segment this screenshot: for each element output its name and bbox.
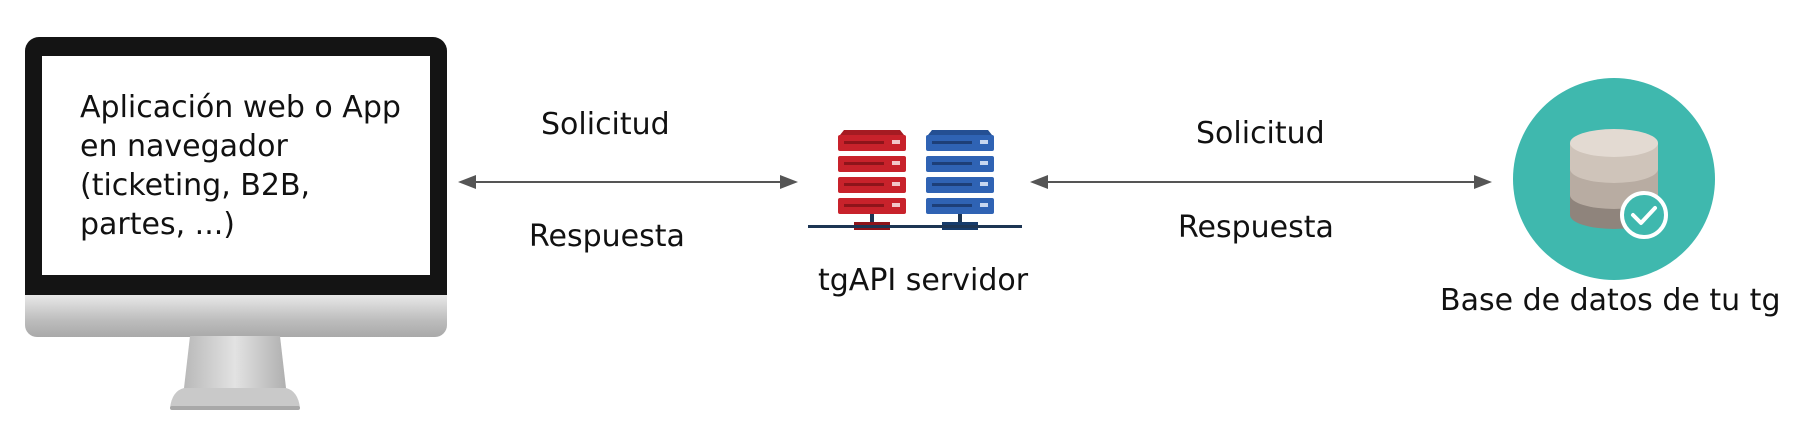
response-label-client-server: Respuesta [529,219,685,254]
database-label: Base de datos de tu tg [1440,283,1781,318]
server-rack-left [838,130,906,230]
client-label: Aplicación web o App en navegador (ticke… [80,90,401,242]
bidirectional-arrow-server-db [1030,175,1492,189]
response-label-server-db: Respuesta [1178,210,1334,245]
request-label-client-server: Solicitud [541,107,670,142]
monitor-screen [42,56,430,275]
bidirectional-arrow-client-server [458,175,798,189]
server-rack-right [926,130,994,230]
monitor-stand-icon [170,336,300,410]
monitor-chin [25,295,447,337]
server-label: tgAPI servidor [818,263,1029,298]
server-rack-icon [808,130,1022,230]
database-check-icon [1513,78,1715,280]
request-label-server-db: Solicitud [1196,116,1325,151]
